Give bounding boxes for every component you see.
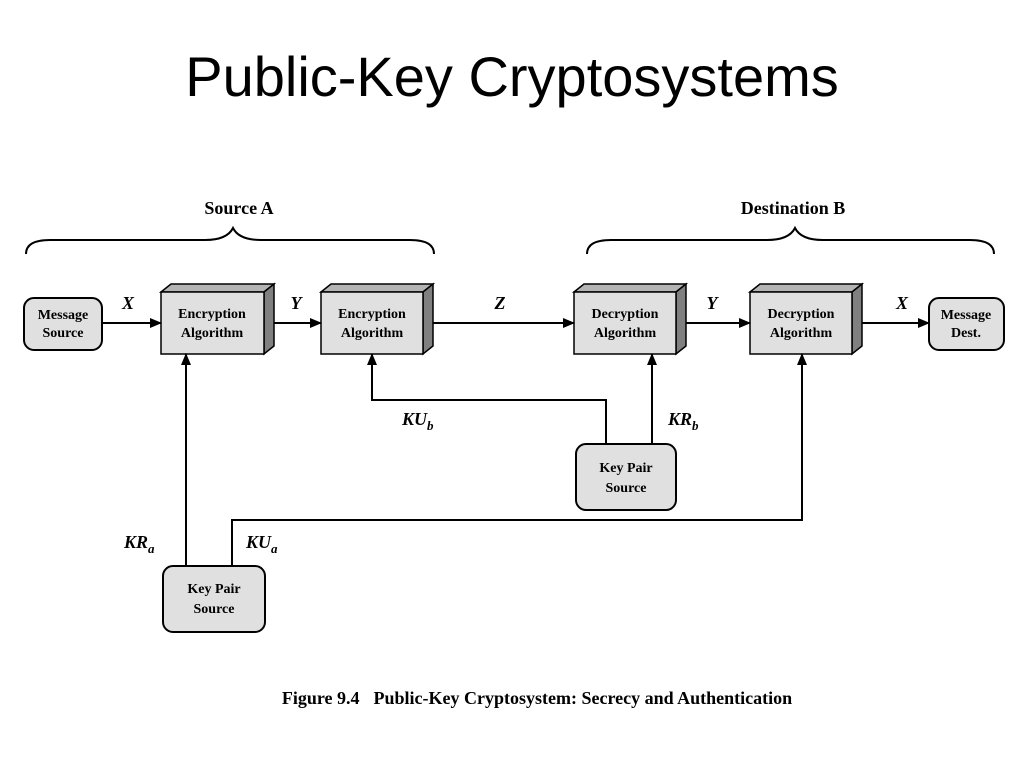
source-a-brace (25, 225, 435, 255)
message-dest-line2: Dest. (951, 326, 981, 341)
decryption-algorithm-2-node: Decryption Algorithm (747, 282, 865, 356)
dec2-line2: Algorithm (770, 326, 833, 341)
slide-title: Public-Key Cryptosystems (185, 45, 839, 108)
message-source-line2: Source (43, 326, 84, 341)
figure-caption-text: Public-Key Cryptosystem: Secrecy and Aut… (373, 688, 793, 708)
label-y1: Y (291, 293, 304, 313)
message-dest-line1: Message (941, 308, 992, 323)
decryption-algorithm-1-node: Decryption Algorithm (571, 282, 689, 356)
keypair-b-line1: Key Pair (599, 461, 652, 476)
dec2-line1: Decryption (768, 307, 835, 322)
dec1-line2: Algorithm (594, 326, 657, 341)
key-pair-source-a-node: Key Pair Source (162, 565, 266, 633)
destination-b-brace (586, 225, 995, 255)
label-kub: KUb (401, 409, 434, 433)
enc1-line1: Encryption (178, 307, 246, 322)
enc2-line2: Algorithm (341, 326, 404, 341)
destination-b-label: Destination B (741, 198, 846, 218)
label-z: Z (494, 293, 506, 313)
message-dest-node: Message Dest. (928, 297, 1005, 351)
label-krb: KRb (667, 409, 699, 433)
message-source-line1: Message (38, 308, 89, 323)
label-kua: KUa (245, 532, 278, 556)
keypair-b-line2: Source (606, 481, 647, 496)
encryption-algorithm-2-node: Encryption Algorithm (318, 282, 436, 356)
enc1-line2: Algorithm (181, 326, 244, 341)
encryption-algorithm-1-node: Encryption Algorithm (158, 282, 277, 356)
label-x-in: X (121, 293, 135, 313)
source-a-label: Source A (204, 198, 273, 218)
keypair-a-line2: Source (194, 602, 235, 617)
enc2-line1: Encryption (338, 307, 406, 322)
key-pair-source-b-node: Key Pair Source (575, 443, 677, 511)
dec1-line1: Decryption (592, 307, 659, 322)
figure-number: Figure 9.4 (281, 688, 360, 708)
arrow-kua (231, 353, 807, 566)
label-y2: Y (707, 293, 720, 313)
keypair-a-line1: Key Pair (187, 582, 240, 597)
figure-caption: Figure 9.4 Public-Key Cryptosystem: Secre… (0, 688, 1024, 709)
label-x-out: X (895, 293, 909, 313)
message-source-node: Message Source (23, 297, 103, 351)
arrow-kub (367, 353, 607, 444)
label-kra: KRa (123, 532, 155, 556)
